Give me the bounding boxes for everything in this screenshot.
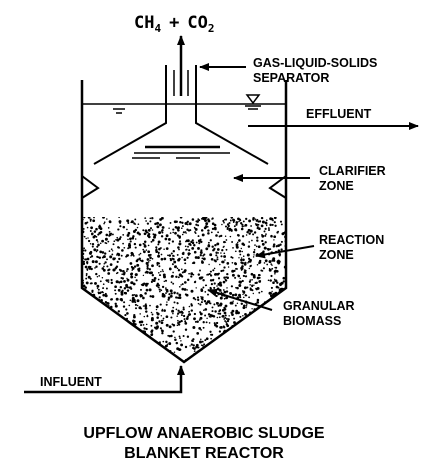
sludge-bed <box>82 217 286 362</box>
wall-baffles <box>81 175 287 199</box>
clarifier-label-line1: CLARIFIER <box>319 164 386 178</box>
gas-output-label: CH4 + CO2 <box>134 13 214 35</box>
ch4-subscript: 4 <box>154 22 161 35</box>
left-baffle <box>81 175 100 199</box>
influent-pipe <box>24 365 185 394</box>
separator-gas-interface <box>132 145 230 159</box>
surface-ripple <box>113 108 125 114</box>
granular-label-line2: BIOMASS <box>283 314 341 328</box>
reaction-leader-arrow <box>255 245 315 259</box>
ch4-label: CH <box>134 13 154 33</box>
co2-label: CO <box>187 13 207 33</box>
diagram-title-line1: UPFLOW ANAEROBIC SLUDGE <box>83 425 325 442</box>
diagram-title-line2: BLANKET REACTOR <box>124 445 284 462</box>
influent-label: INFLUENT <box>40 375 102 389</box>
svg-text:CH4+CO2: CH4 + CO2 <box>134 13 214 35</box>
reaction-label-line2: ZONE <box>319 248 354 262</box>
plus-sign: + <box>169 13 179 33</box>
right-baffle <box>268 175 287 199</box>
gls-separator <box>93 65 269 165</box>
reaction-label-line1: REACTION <box>319 233 384 247</box>
co2-subscript: 2 <box>208 22 215 35</box>
effluent-label: EFFLUENT <box>306 107 372 121</box>
separator-label-line1: GAS-LIQUID-SOLIDS <box>253 56 377 70</box>
biomass-leader-arrow <box>207 288 273 311</box>
granular-label-line1: GRANULAR <box>283 299 355 313</box>
clarifier-label-line2: ZONE <box>319 179 354 193</box>
separator-label-line2: SEPARATOR <box>253 71 329 85</box>
water-level-symbol <box>245 94 261 110</box>
